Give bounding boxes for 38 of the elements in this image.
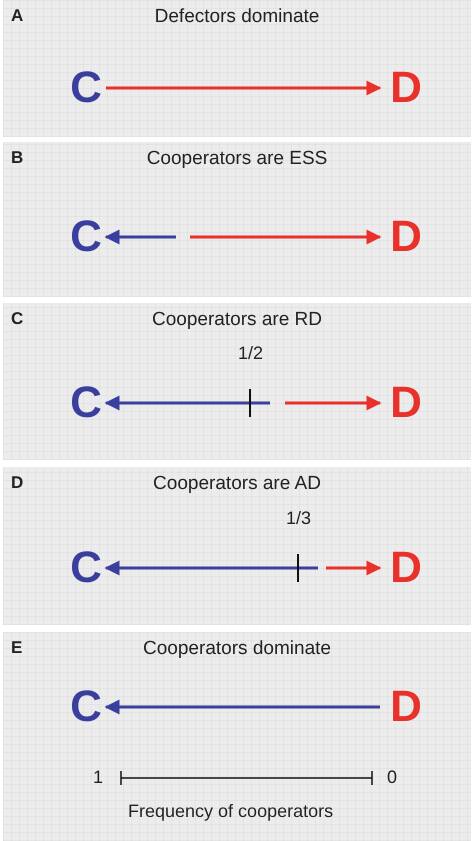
panel-title: Cooperators are RD: [152, 309, 322, 331]
panel-title: Cooperators are AD: [153, 473, 321, 495]
arrow: [106, 80, 382, 96]
scale-end-label: 0: [387, 767, 398, 788]
strategy-letter: D: [386, 378, 426, 428]
panel-letter: A: [11, 6, 24, 26]
tick-label: 1/3: [286, 508, 312, 529]
panel-letter: C: [11, 309, 24, 329]
strategy-letter: D: [386, 682, 426, 732]
strategy-letter: C: [66, 378, 106, 428]
panel-letter: E: [11, 638, 22, 658]
panel-background: [3, 303, 471, 460]
scale-end-label: 1: [93, 767, 104, 788]
axis-label: Frequency of cooperators: [128, 801, 334, 822]
strategy-letter: C: [66, 212, 106, 262]
panel-background: [3, 632, 471, 841]
panel-background: [3, 467, 471, 625]
panel-title: Cooperators are ESS: [146, 148, 328, 170]
arrow: [285, 396, 382, 410]
arrow: [104, 396, 270, 410]
strategy-letter: D: [386, 63, 426, 113]
strategy-letter: D: [386, 212, 426, 262]
arrow: [104, 700, 380, 714]
strategy-letter: C: [66, 63, 106, 113]
arrow: [104, 230, 176, 244]
panel-letter: B: [11, 148, 24, 168]
strategy-letter: C: [66, 543, 106, 593]
strategy-letter: C: [66, 682, 106, 732]
arrow: [326, 560, 382, 576]
panel-letter: D: [11, 473, 24, 493]
tick-label: 1/2: [238, 343, 264, 364]
arrow: [104, 560, 318, 576]
panel-background: [3, 142, 471, 297]
panel-title: Defectors dominate: [154, 6, 320, 28]
arrow: [190, 230, 382, 244]
panel-background: [3, 0, 471, 137]
panel-title: Cooperators dominate: [143, 638, 331, 660]
strategy-letter: D: [386, 543, 426, 593]
